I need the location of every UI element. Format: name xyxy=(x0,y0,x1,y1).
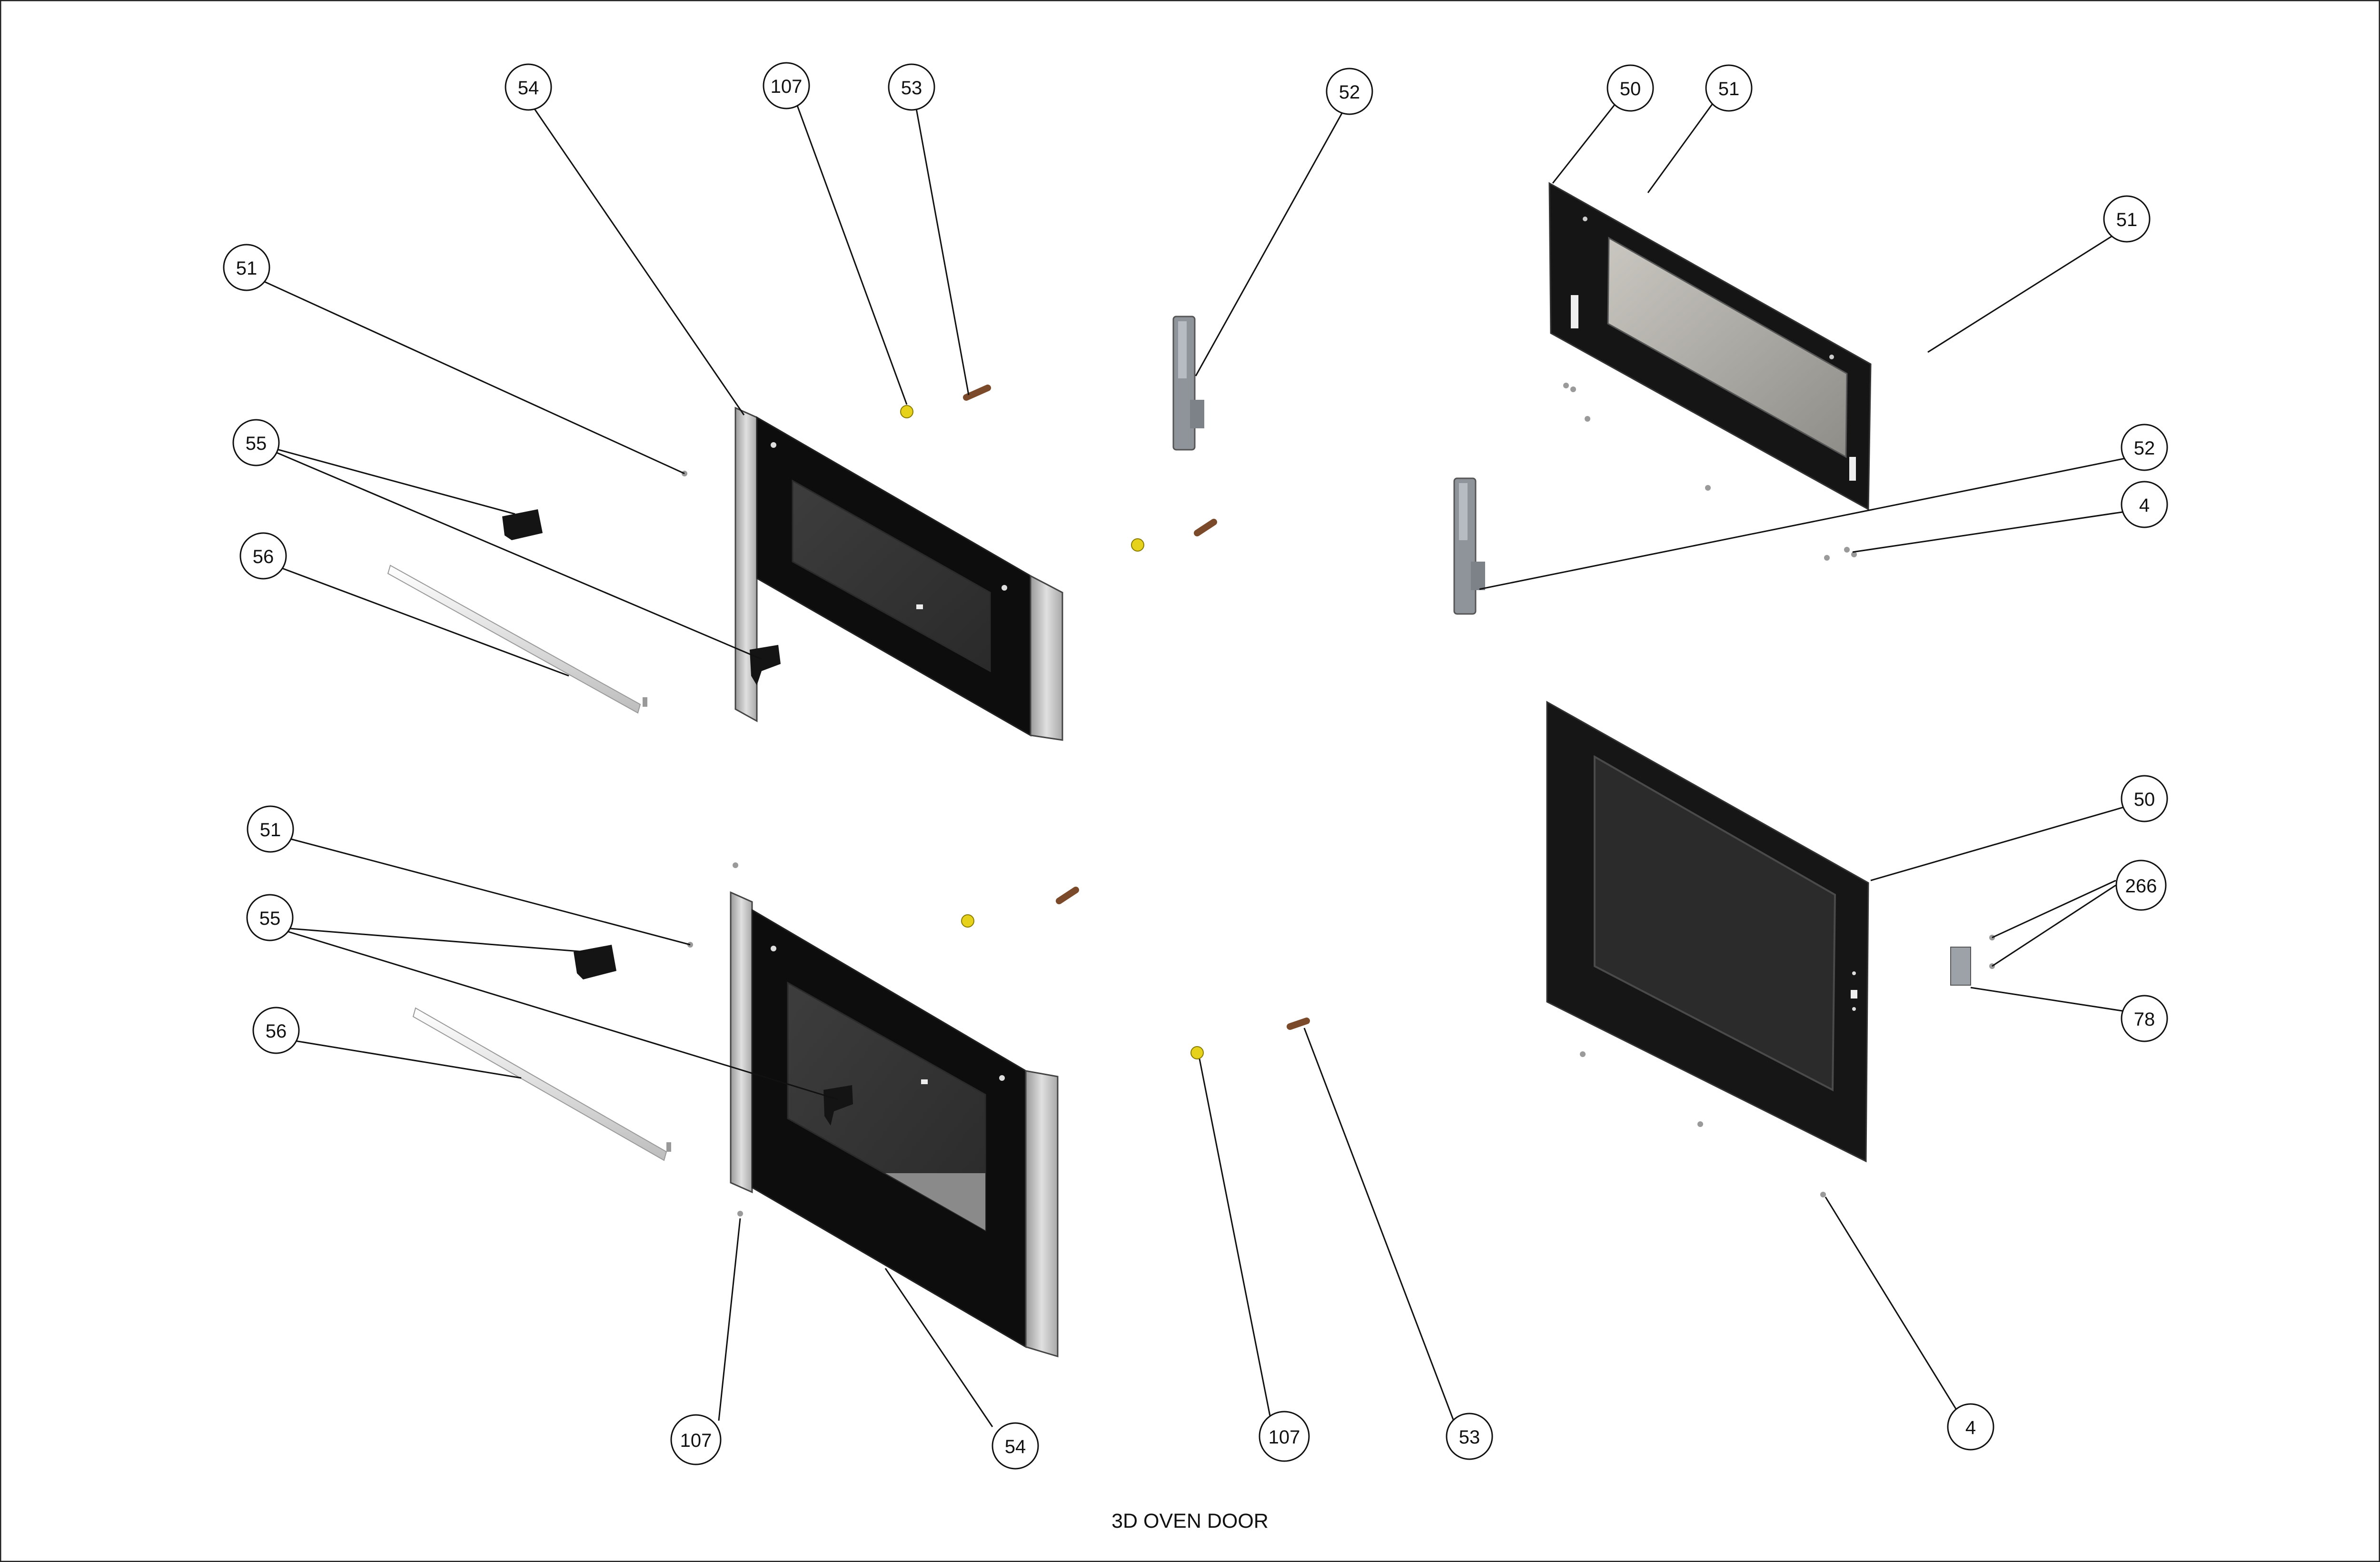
bracket-78 xyxy=(1950,947,1971,986)
callout-4-mid-label: 4 xyxy=(2139,495,2150,516)
callout-50-lower: 50 xyxy=(2121,775,2168,822)
callout-56-upper: 56 xyxy=(239,532,287,580)
inner-door-frame-upper xyxy=(1548,182,1872,511)
pin-53-c xyxy=(1056,887,1079,904)
callout-107-bottom-mid-label: 107 xyxy=(1269,1427,1300,1448)
callout-56-lower: 56 xyxy=(252,1007,300,1054)
callout-266: 266 xyxy=(2115,860,2167,911)
callout-51-left-upper-label: 51 xyxy=(236,258,258,279)
callout-4-bottom: 4 xyxy=(1947,1403,1994,1451)
callout-51-left-upper: 51 xyxy=(223,244,270,291)
callout-56-upper-label: 56 xyxy=(253,546,274,567)
door-clip-lower-b xyxy=(823,1085,853,1126)
callout-51-right-label: 51 xyxy=(2116,209,2138,230)
callout-51-right: 51 xyxy=(2103,195,2151,243)
callout-78: 78 xyxy=(2121,995,2168,1042)
leader-lines xyxy=(260,99,2128,1427)
callout-51-left-lower: 51 xyxy=(247,805,294,853)
hinge-lower xyxy=(1453,477,1485,615)
support-rod-lower xyxy=(412,1007,671,1161)
callout-4-mid: 4 xyxy=(2121,481,2168,528)
callout-55-lower: 55 xyxy=(246,894,294,941)
callout-51-top-label: 51 xyxy=(1718,79,1740,99)
hinge-upper xyxy=(1172,316,1204,451)
callout-54-top: 54 xyxy=(505,63,552,111)
callout-53-top-label: 53 xyxy=(901,78,922,99)
inner-door-panel-lower xyxy=(1546,701,1869,1163)
callout-55-upper-label: 55 xyxy=(246,433,267,454)
callout-52-mid-label: 52 xyxy=(2134,438,2155,459)
callout-56-lower-label: 56 xyxy=(266,1021,287,1042)
outer-door-glass-lower xyxy=(730,891,1059,1358)
callout-51-top: 51 xyxy=(1705,64,1753,112)
pin-53-b xyxy=(1194,519,1217,536)
pin-53-d xyxy=(1287,1018,1310,1030)
bushing-107-d xyxy=(1190,1046,1204,1059)
callout-266-label: 266 xyxy=(2125,876,2157,897)
bushing-107-b xyxy=(1131,538,1144,552)
callout-54-bottom: 54 xyxy=(992,1422,1039,1470)
callout-78-label: 78 xyxy=(2134,1009,2155,1030)
bushing-107-c xyxy=(961,914,974,928)
callout-107-bottom-mid: 107 xyxy=(1259,1411,1310,1462)
callout-52-top-label: 52 xyxy=(1339,82,1360,103)
door-clip-lower-a xyxy=(574,945,616,979)
callout-53-top: 53 xyxy=(888,63,935,111)
callout-54-bottom-label: 54 xyxy=(1005,1436,1026,1457)
bushing-107-a xyxy=(900,405,913,418)
outer-door-glass-upper xyxy=(734,406,1063,741)
callout-50-top: 50 xyxy=(1606,64,1654,112)
callout-50-lower-label: 50 xyxy=(2134,789,2155,810)
callout-55-upper: 55 xyxy=(232,419,280,466)
callout-55-lower-label: 55 xyxy=(259,908,281,929)
callout-53-bottom: 53 xyxy=(1446,1413,1493,1460)
callout-54-top-label: 54 xyxy=(518,78,539,99)
diagram-title: 3D OVEN DOOR xyxy=(1111,1510,1269,1532)
door-clip-upper-b xyxy=(750,645,781,685)
callout-52-mid: 52 xyxy=(2121,424,2168,471)
support-rod-upper xyxy=(387,564,647,714)
callout-107-bottom-left-label: 107 xyxy=(680,1430,712,1451)
pin-53-a xyxy=(963,385,991,401)
callout-53-bottom-label: 53 xyxy=(1459,1427,1480,1448)
callout-4-bottom-label: 4 xyxy=(1965,1417,1976,1438)
callout-107-top-label: 107 xyxy=(771,76,803,97)
callout-51-left-lower-label: 51 xyxy=(260,820,281,840)
callout-107-top: 107 xyxy=(763,62,810,109)
callout-107-bottom-left: 107 xyxy=(670,1414,722,1465)
door-clip-upper-a xyxy=(502,509,543,540)
callout-50-top-label: 50 xyxy=(1620,79,1641,99)
callout-52-top: 52 xyxy=(1326,68,1373,115)
screws xyxy=(682,383,1995,1216)
